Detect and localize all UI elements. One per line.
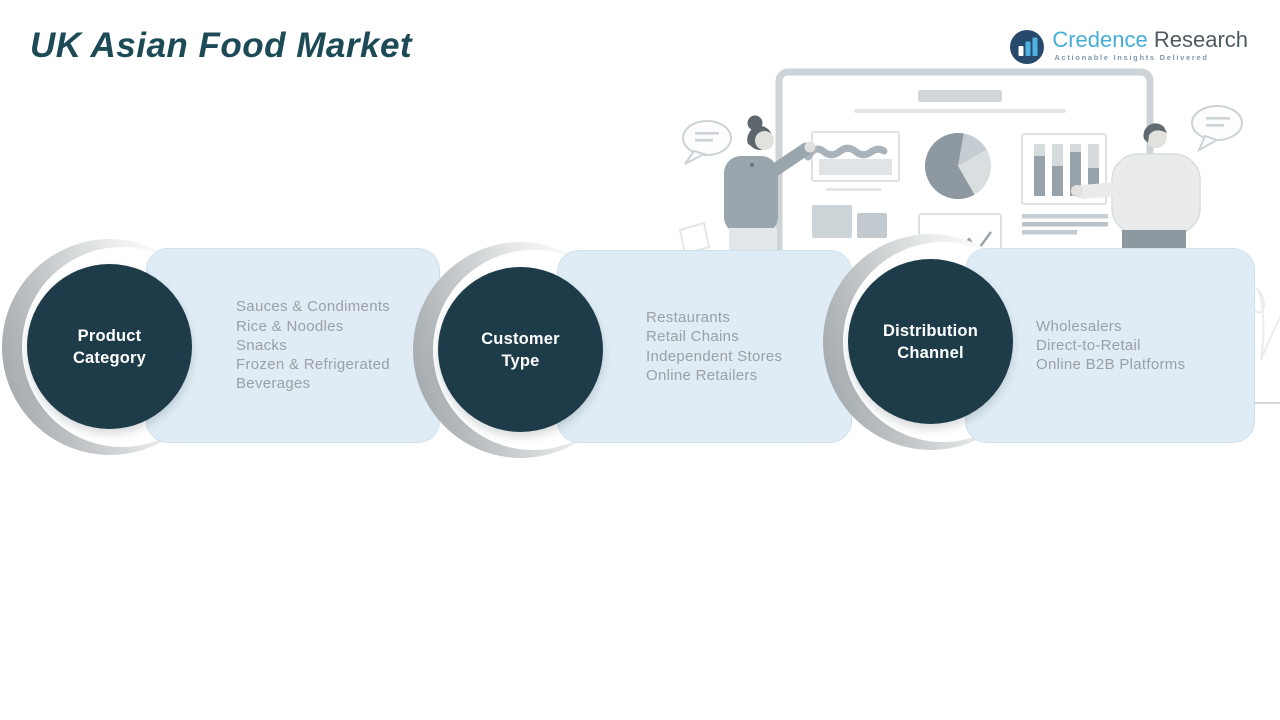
text-lines-placeholder: [1022, 214, 1108, 235]
speech-bubble-right-icon: [1191, 105, 1243, 153]
presenter-man: [1071, 123, 1201, 254]
brand-tagline: Actionable Insights Delivered: [1054, 53, 1209, 62]
brand-name-secondary: Research: [1153, 27, 1248, 52]
segment-label: Customer Type: [481, 329, 560, 370]
presenter-woman: [724, 115, 816, 254]
speech-bubble-left-icon: [682, 120, 732, 165]
list-item: Rice & Noodles: [236, 317, 344, 335]
pie-chart: [925, 133, 991, 200]
board-subtitle-placeholder: [854, 109, 1066, 113]
list-item: Wholesalers: [1036, 317, 1122, 335]
brand-wordmark: Credence Research Actionable Insights De…: [1052, 27, 1248, 63]
list-item: Frozen & Refrigerated: [236, 356, 390, 374]
line-chart: [804, 131, 900, 191]
list-item: Sauces & Condiments: [236, 298, 391, 316]
segment-circle-distribution-channel: Distribution Channel: [848, 259, 1013, 424]
paper-decoration: [678, 221, 711, 256]
text-block-placeholder: [857, 213, 887, 238]
segment-circle-product-category: Product Category: [27, 264, 192, 429]
list-item: Online Retailers: [646, 366, 758, 384]
list-item: Retail Chains: [646, 328, 740, 346]
text-block-placeholder: [812, 205, 852, 238]
page-title: UK Asian Food Market: [30, 26, 413, 65]
segment-label: Distribution Channel: [883, 321, 978, 362]
list-item: Restaurants: [646, 309, 731, 327]
list-item: Online B2B Platforms: [1036, 356, 1186, 374]
board-title-placeholder: [918, 90, 1002, 102]
list-item: Beverages: [236, 375, 311, 393]
bar-chart-logo-icon: [1010, 30, 1045, 64]
segment-circle-customer-type: Customer Type: [438, 267, 603, 432]
list-item: Direct-to-Retail: [1036, 336, 1141, 354]
segment-label: Product Category: [72, 326, 147, 367]
brand-name-primary: Credence: [1052, 27, 1148, 52]
list-item: Independent Stores: [646, 347, 783, 365]
list-item: Snacks: [236, 336, 287, 354]
brand-logo: Credence Research Actionable Insights De…: [1008, 28, 1248, 66]
